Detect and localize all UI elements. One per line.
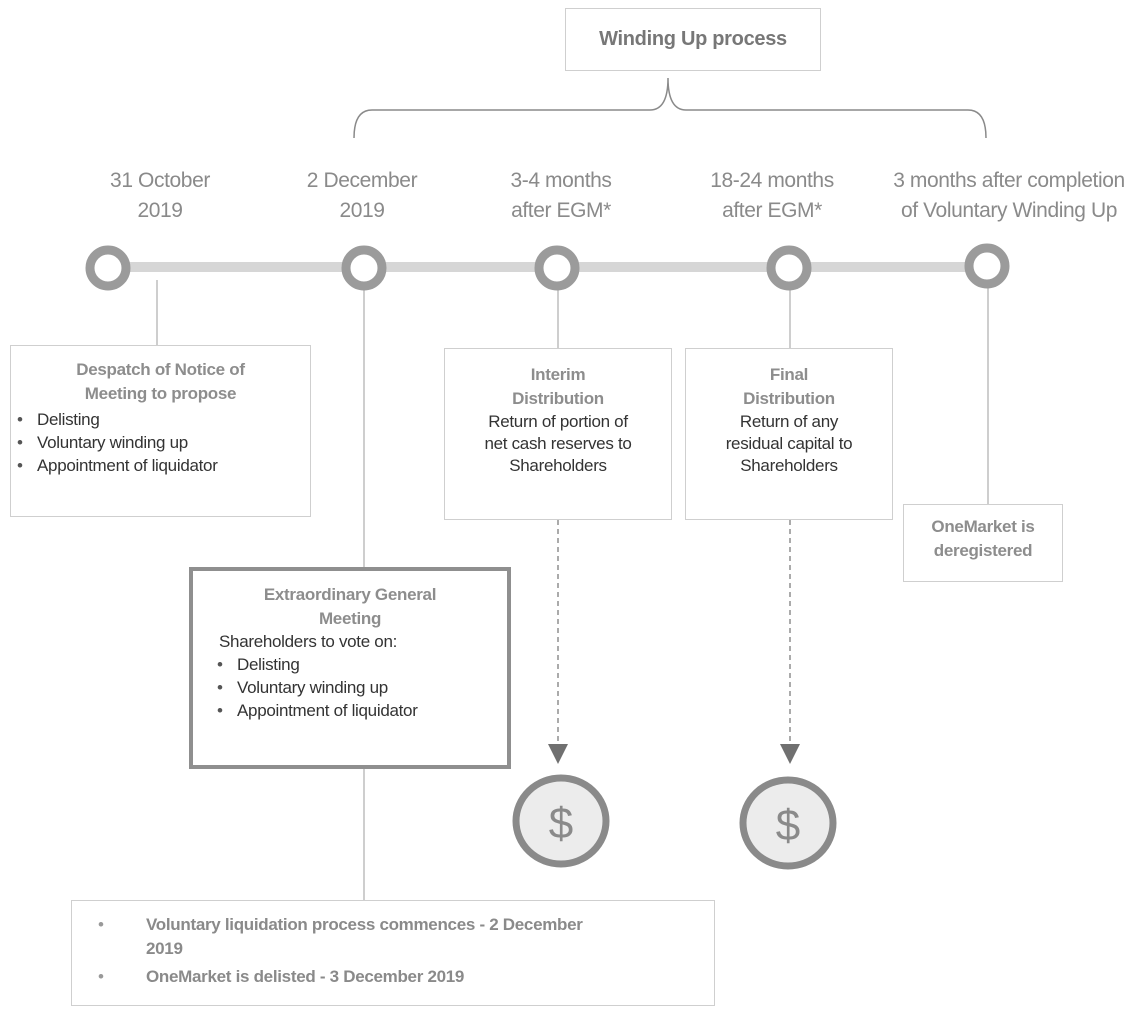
interim-body-line2: net cash reserves to [484, 434, 632, 453]
interim-body-line1: Return of portion of [488, 412, 628, 431]
milestone-node-3 [534, 245, 580, 291]
despatch-heading-line1: Despatch of Notice of [76, 360, 245, 379]
interim-body-line3: Shareholders [509, 456, 607, 475]
final-coin-icon [739, 776, 837, 870]
final-coin-symbol: $ [776, 801, 800, 850]
egm-subtitle: Shareholders to vote on: [219, 632, 398, 651]
milestone-date-1: 31 October 2019 [110, 169, 210, 222]
winding-up-title: Winding Up process [599, 28, 787, 50]
milestone-date-3: 3-4 months after EGM* [510, 169, 612, 222]
deregistered-box: OneMarket is deregistered [903, 504, 1063, 582]
connector-lines [156, 280, 989, 900]
final-arrowhead [780, 744, 800, 764]
egm-heading-line1: Extraordinary General [263, 585, 437, 604]
milestone-date-2: 2 December 2019 [306, 169, 418, 222]
milestone-node-5 [964, 243, 1010, 289]
final-distribution-box: Final Distribution Return of any residua… [685, 348, 893, 520]
despatch-bullet: Appointment of liquidator [11, 454, 310, 477]
final-body-line1: Return of any [739, 412, 839, 431]
interim-heading-line2: Distribution [512, 389, 604, 408]
final-body-line2: residual capital to [725, 434, 853, 453]
winding-up-title-box: Winding Up process [565, 8, 821, 71]
egm-heading-line2: Meeting [318, 609, 382, 628]
winding-up-brace [353, 77, 987, 139]
outcomes-box: Voluntary liquidation process commences … [71, 900, 715, 1006]
interim-distribution-box: Interim Distribution Return of portion o… [444, 348, 672, 520]
milestone-date-5: 3 months after completion of Voluntary W… [893, 169, 1125, 222]
milestone-node-1 [85, 245, 131, 291]
outcome-item: OneMarket is delisted - 3 December 2019 [72, 965, 714, 989]
egm-bullet: Voluntary winding up [211, 676, 507, 699]
milestone-node-2 [341, 245, 387, 291]
deregistered-line1: OneMarket is [931, 517, 1035, 536]
egm-bullet-list: Delisting Voluntary winding up Appointme… [193, 653, 507, 722]
final-heading-line1: Final [769, 365, 809, 384]
egm-bullet: Appointment of liquidator [211, 699, 507, 722]
despatch-heading-line2: Meeting to propose [84, 384, 237, 403]
deregistered-line2: deregistered [933, 541, 1033, 560]
milestone-node-4 [766, 245, 812, 291]
final-heading-line2: Distribution [743, 389, 835, 408]
interim-coin-icon [512, 774, 610, 868]
despatch-notice-box: Despatch of Notice of Meeting to propose… [10, 345, 311, 517]
egm-box: Extraordinary General Meeting Shareholde… [189, 567, 511, 769]
despatch-bullet: Delisting [11, 408, 310, 431]
outcome-item: Voluntary liquidation process commences … [72, 913, 714, 961]
despatch-bullet: Voluntary winding up [11, 431, 310, 454]
interim-coin-symbol: $ [549, 799, 573, 848]
interim-heading-line1: Interim [530, 365, 586, 384]
final-body-line3: Shareholders [740, 456, 838, 475]
milestone-date-4: 18-24 months after EGM* [710, 169, 834, 222]
interim-arrowhead [548, 744, 568, 764]
despatch-bullet-list: Delisting Voluntary winding up Appointme… [11, 408, 310, 477]
outcomes-list: Voluntary liquidation process commences … [72, 913, 714, 989]
egm-bullet: Delisting [211, 653, 507, 676]
